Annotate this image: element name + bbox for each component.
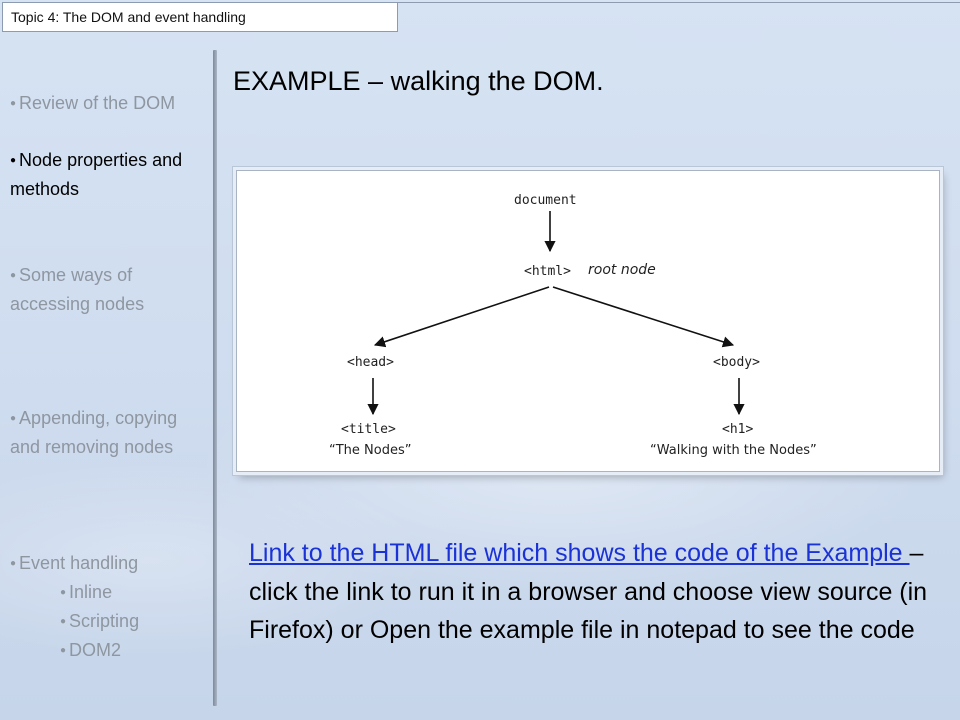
bullet-icon: ● xyxy=(60,587,67,598)
sidebar-subitem-label: Inline xyxy=(69,582,113,602)
slide-title: EXAMPLE – walking the DOM. xyxy=(233,66,604,96)
node-title-text: “The Nodes” xyxy=(329,443,411,458)
sidebar-divider xyxy=(213,50,217,706)
sidebar-subitem-label: Scripting xyxy=(69,611,140,631)
example-file-link[interactable]: Link to the HTML file which shows the co… xyxy=(249,539,910,567)
sidebar-item-label: Review of the DOM xyxy=(19,93,176,113)
sidebar-item-label: Appending, copying and removing nodes xyxy=(10,408,178,457)
example-instructions: –click the link to run it in a browser a… xyxy=(249,539,928,644)
bullet-icon: ● xyxy=(10,413,17,424)
sidebar-item-node-properties[interactable]: ●Node properties and methods xyxy=(10,146,190,204)
sidebar-subitem-label: DOM2 xyxy=(69,640,122,660)
bullet-icon: ● xyxy=(60,616,67,627)
sidebar-subitem-inline[interactable]: ●Inline xyxy=(60,578,112,607)
example-paragraph: Link to the HTML file which shows the co… xyxy=(249,534,949,650)
topic-header: Topic 4: The DOM and event handling xyxy=(2,2,398,32)
dom-tree-svg: document <html> root node <head> <body> … xyxy=(329,193,817,458)
bullet-icon: ● xyxy=(10,155,17,166)
sidebar: ●Review of the DOM ●Node properties and … xyxy=(0,0,212,720)
frame-top-line xyxy=(398,2,960,3)
node-h1-text: “Walking with the Nodes” xyxy=(650,443,817,458)
arrow-html-body xyxy=(552,286,735,348)
arrow-html-head xyxy=(373,286,550,348)
sidebar-item-label: Event handling xyxy=(19,553,139,573)
bullet-icon: ● xyxy=(10,98,17,109)
sidebar-item-appending-nodes[interactable]: ●Appending, copying and removing nodes xyxy=(10,404,185,462)
sidebar-item-event-handling[interactable]: ●Event handling xyxy=(10,549,210,578)
node-title: <title> xyxy=(341,422,396,437)
dom-tree-diagram: document <html> root node <head> <body> … xyxy=(236,170,940,472)
node-html: <html> xyxy=(524,264,571,279)
bullet-icon: ● xyxy=(60,645,67,656)
root-node-label: root node xyxy=(588,262,656,278)
sidebar-item-review-dom[interactable]: ●Review of the DOM xyxy=(10,89,210,118)
node-head: <head> xyxy=(347,355,394,370)
sidebar-item-label: Some ways of accessing nodes xyxy=(10,265,145,314)
sidebar-subitem-scripting[interactable]: ●Scripting xyxy=(60,607,139,636)
node-h1: <h1> xyxy=(722,422,753,437)
sidebar-item-label: Node properties and methods xyxy=(10,150,183,199)
sidebar-item-accessing-nodes[interactable]: ●Some ways of accessing nodes xyxy=(10,261,190,319)
node-body: <body> xyxy=(713,355,760,370)
bullet-icon: ● xyxy=(10,558,17,569)
bullet-icon: ● xyxy=(10,270,17,281)
sidebar-subitem-dom2[interactable]: ●DOM2 xyxy=(60,636,121,665)
node-document: document xyxy=(514,193,577,208)
